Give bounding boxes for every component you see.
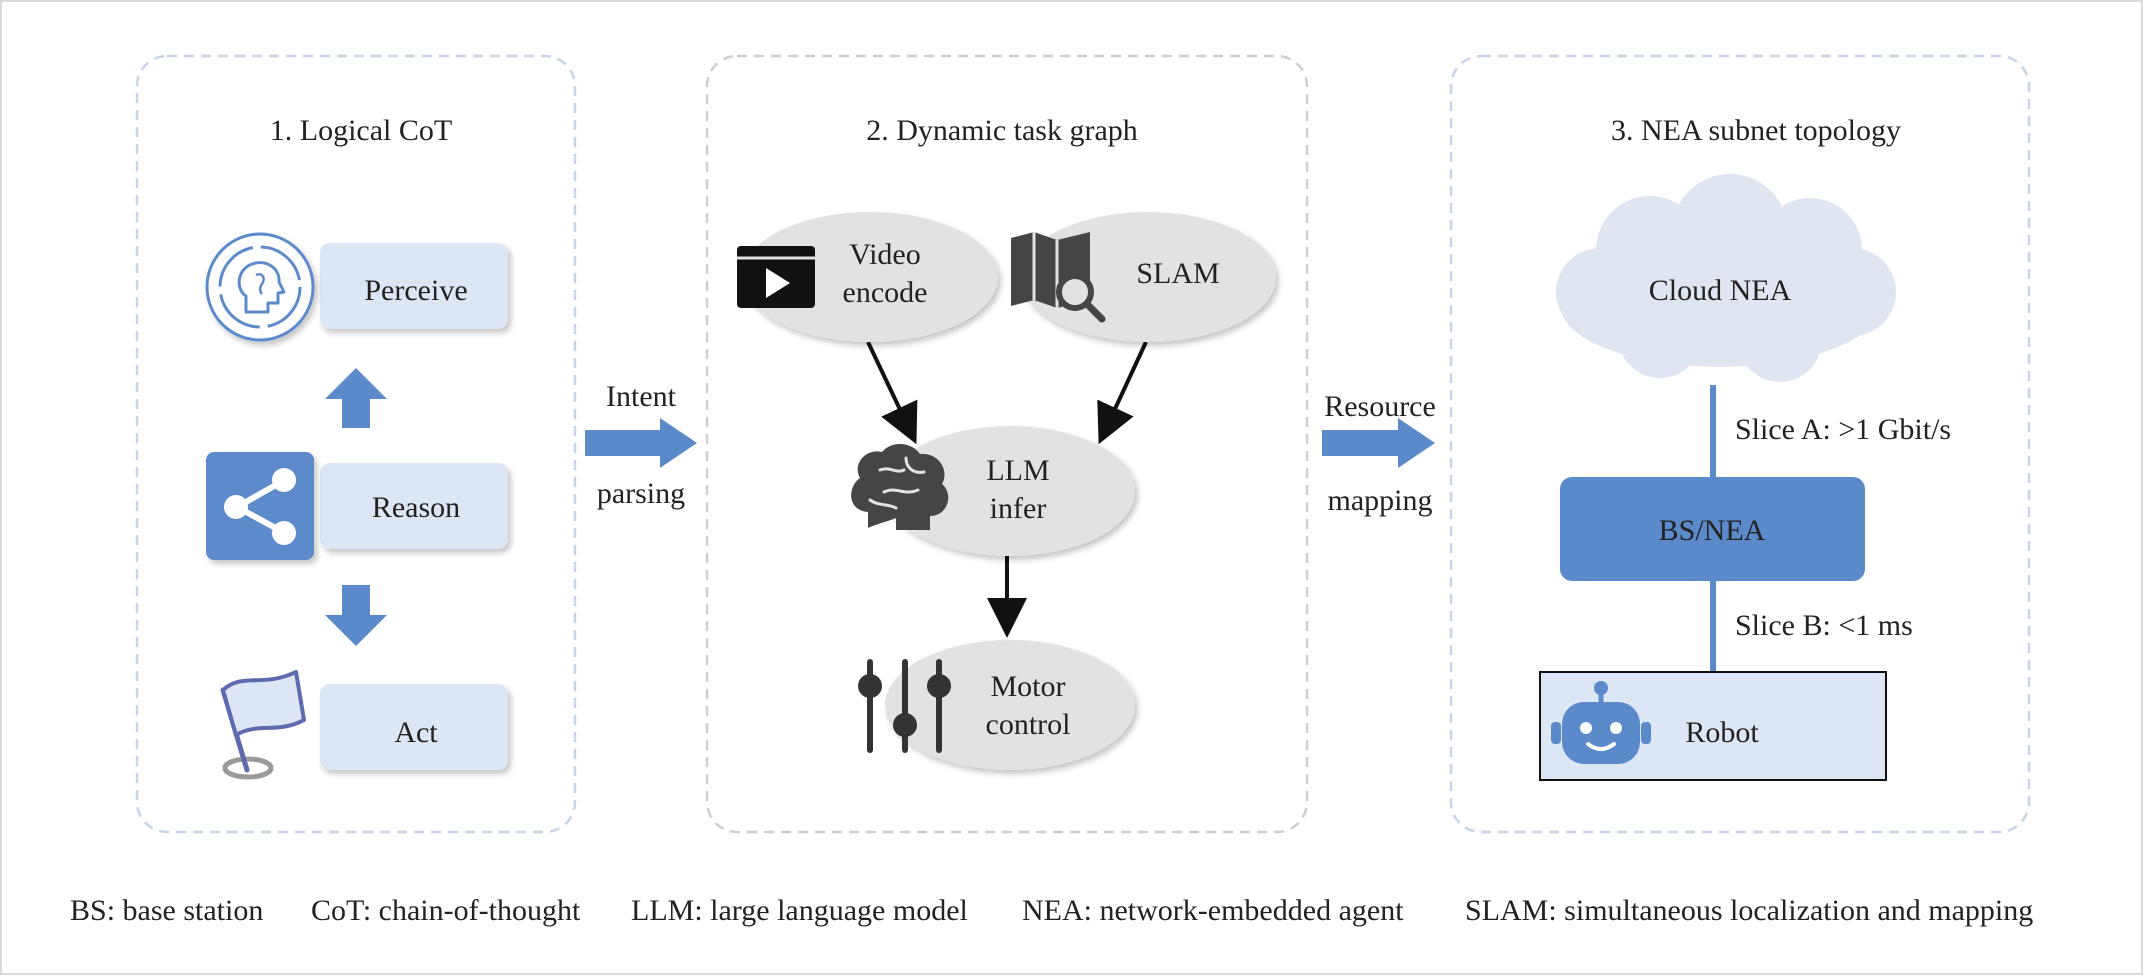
step-box-act: [320, 684, 508, 770]
panel-title: 1. Logical CoT: [270, 114, 452, 147]
map-search-icon: [1011, 232, 1106, 323]
step-label: Perceive: [364, 274, 467, 307]
panel-subnet-topology: 3. NEA subnet topology Cloud NEA Slice A…: [1449, 54, 2031, 834]
node-label: encode: [843, 276, 928, 309]
node-video-encode: [742, 212, 998, 342]
bs-nea-box: [1560, 477, 1865, 581]
panel-title: 3. NEA subnet topology: [1611, 114, 1901, 147]
legend-item: CoT: chain-of-thought: [311, 894, 581, 927]
bs-nea-label: BS/NEA: [1659, 514, 1766, 547]
panel-logical-cot: 1. Logical CoT Perceive Reason Act: [135, 54, 577, 834]
robot-icon: [1551, 681, 1651, 764]
arrow-right: [585, 418, 697, 468]
connector-label: Intent: [606, 380, 677, 413]
flag-icon: [220, 670, 306, 780]
head-cycle-icon: [205, 232, 315, 342]
slice-b-label: Slice B: <1 ms: [1735, 609, 1913, 642]
legend-item: LLM: large language model: [631, 894, 968, 927]
slice-a-label: Slice A: >1 Gbit/s: [1735, 413, 1951, 446]
step-box-perceive: [320, 243, 508, 329]
cloud-label: Cloud NEA: [1649, 274, 1792, 307]
node-label: Motor: [991, 670, 1066, 703]
sliders-icon: [858, 659, 951, 753]
legend: BS: base station CoT: chain-of-thought L…: [70, 894, 2033, 927]
step-label: Act: [394, 716, 438, 749]
edge-video-llm: [866, 341, 918, 445]
connector-label: parsing: [597, 477, 685, 510]
arrow-right: [1322, 418, 1435, 468]
connector-label: mapping: [1328, 484, 1433, 517]
panel-border: [1449, 54, 2031, 834]
panel-title: 2. Dynamic task graph: [866, 114, 1138, 147]
panel-border: [135, 54, 577, 834]
node-motor-control: [885, 640, 1135, 770]
step-label: Reason: [372, 491, 460, 524]
legend-item: NEA: network-embedded agent: [1022, 894, 1404, 927]
video-play-icon: [737, 246, 815, 308]
arrow-up: [325, 368, 387, 428]
cloud-shape: [1556, 174, 1896, 382]
node-label: SLAM: [1136, 257, 1219, 290]
arrow-down: [325, 585, 387, 646]
connector-intent-parsing: Intent parsing: [585, 380, 697, 510]
robot-label: Robot: [1685, 716, 1759, 749]
legend-item: BS: base station: [70, 894, 263, 927]
edge-slam-llm: [1097, 341, 1148, 445]
node-label: infer: [990, 492, 1047, 525]
node-label: Video: [849, 238, 921, 271]
panel-task-graph: 2. Dynamic task graph Video encode SLAM …: [705, 54, 1309, 834]
panel-border: [705, 54, 1309, 834]
brain-icon: [851, 443, 949, 530]
step-box-reason: [320, 463, 508, 549]
connector-label: Resource: [1324, 390, 1436, 423]
node-label: LLM: [986, 454, 1049, 487]
node-llm-infer: [885, 426, 1135, 556]
node-label: control: [986, 708, 1071, 741]
share-icon: [206, 452, 314, 560]
legend-item: SLAM: simultaneous localization and mapp…: [1465, 894, 2033, 927]
connector-resource-mapping: Resource mapping: [1322, 390, 1436, 517]
